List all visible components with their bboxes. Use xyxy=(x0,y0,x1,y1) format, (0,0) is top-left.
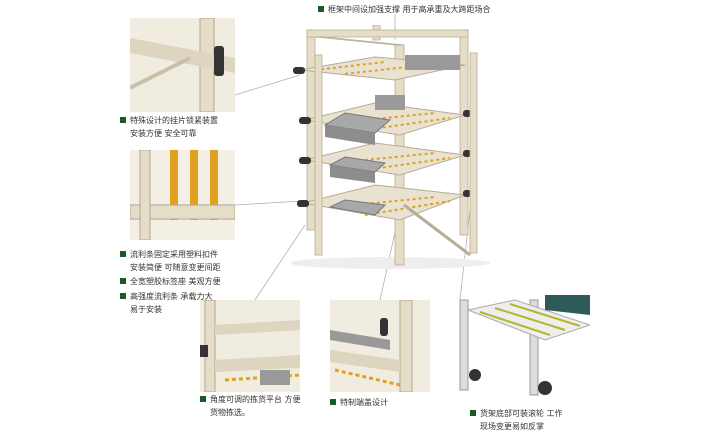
note-text: 货架底部可装滚轮 工作 xyxy=(480,409,563,418)
note-text: 特殊设计的挂片锁紧装置 xyxy=(130,116,218,125)
bullet-icon xyxy=(318,6,324,12)
note-text: 特制端盖设计 xyxy=(340,398,388,407)
note-text: 易于安装 xyxy=(130,305,162,314)
note-text: 货物拣选。 xyxy=(210,408,250,417)
bullet-icon xyxy=(330,399,336,405)
note-text: 流利条固定采用塑料扣件 xyxy=(130,250,218,259)
note-frame-support: 框架中间设加强支撑 用于高承重及大跨距场合 xyxy=(318,3,491,16)
flow-rack-main-image xyxy=(285,25,495,270)
note-text: 现场变更易如反掌 xyxy=(480,422,544,431)
bullet-icon xyxy=(200,396,206,402)
note-label-holder: 全宽塑胶标签座 美观方便 xyxy=(120,275,221,288)
note-end-cap: 特制端盖设计 xyxy=(330,396,388,409)
note-roller-track: 高强度流利条 承载力大 易于安装 xyxy=(120,290,213,316)
note-casters: 货架底部可装滚轮 工作 现场变更易如反掌 xyxy=(470,407,563,433)
bullet-icon xyxy=(470,410,476,416)
end-cap-photo xyxy=(330,300,430,392)
note-picking-platform: 角度可调的拣货平台 方便 货物拣选。 xyxy=(200,393,301,419)
note-lock-device: 特殊设计的挂片锁紧装置 安装方便 安全可靠 xyxy=(120,114,218,140)
bullet-icon xyxy=(120,117,126,123)
bullet-icon xyxy=(120,293,126,299)
note-text: 安装方便 安全可靠 xyxy=(130,129,197,138)
note-text: 安装简便 可随意变更间距 xyxy=(130,263,221,272)
roller-track-photo xyxy=(130,150,235,240)
picking-platform-photo xyxy=(200,300,300,392)
bullet-icon xyxy=(120,251,126,257)
note-text: 高强度流利条 承载力大 xyxy=(130,292,213,301)
note-text: 全宽塑胶标签座 美观方便 xyxy=(130,277,221,286)
bullet-icon xyxy=(120,278,126,284)
note-text: 框架中间设加强支撑 用于高承重及大跨距场合 xyxy=(328,5,491,14)
caster-rack-photo xyxy=(455,290,590,400)
lock-device-photo xyxy=(130,18,235,112)
note-text: 角度可调的拣货平台 方便 xyxy=(210,395,301,404)
note-plastic-clip: 流利条固定采用塑料扣件 安装简便 可随意变更间距 xyxy=(120,248,221,274)
